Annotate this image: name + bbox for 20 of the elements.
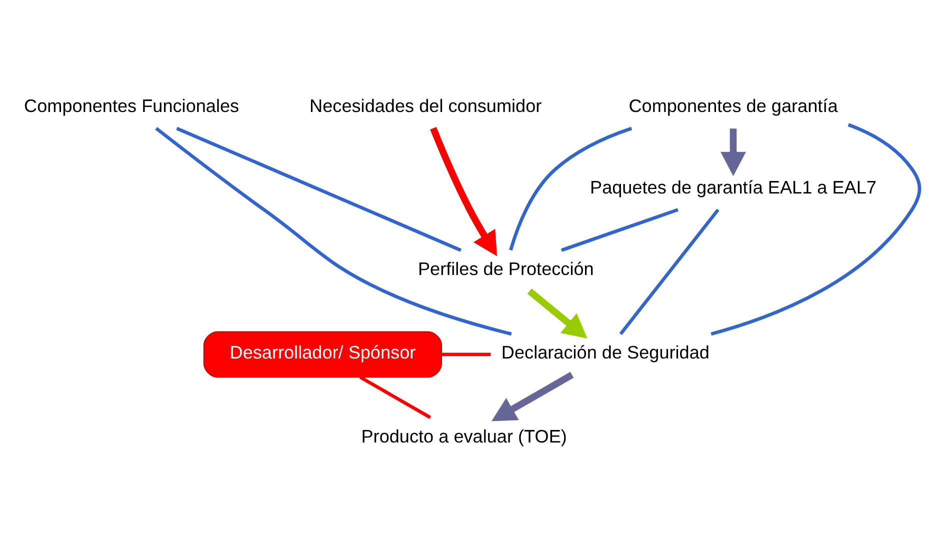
- node-box: Desarrollador/ Spónsor: [203, 330, 442, 378]
- connector: [710, 122, 922, 336]
- node-text: Declaración de Seguridad: [501, 342, 710, 362]
- connector: [619, 208, 720, 335]
- node-text: Necesidades del consumidor: [310, 96, 542, 116]
- arrow: [527, 288, 588, 338]
- connector: [442, 352, 491, 356]
- arrow: [492, 371, 574, 421]
- node-text: Perfiles de Protección: [418, 258, 594, 279]
- arrow: [430, 126, 498, 256]
- connector: [155, 126, 512, 336]
- node-text: Componentes Funcionales: [24, 96, 240, 116]
- connector: [509, 126, 632, 250]
- connector: [176, 126, 462, 252]
- node-text: Componentes de garantía: [628, 96, 838, 116]
- arrow: [720, 128, 746, 176]
- connector: [359, 375, 432, 418]
- connector: [560, 208, 678, 252]
- node-text: Paquetes de garantía EAL1 a EAL7: [590, 177, 876, 198]
- node-text: Producto a evaluar (TOE): [361, 426, 567, 446]
